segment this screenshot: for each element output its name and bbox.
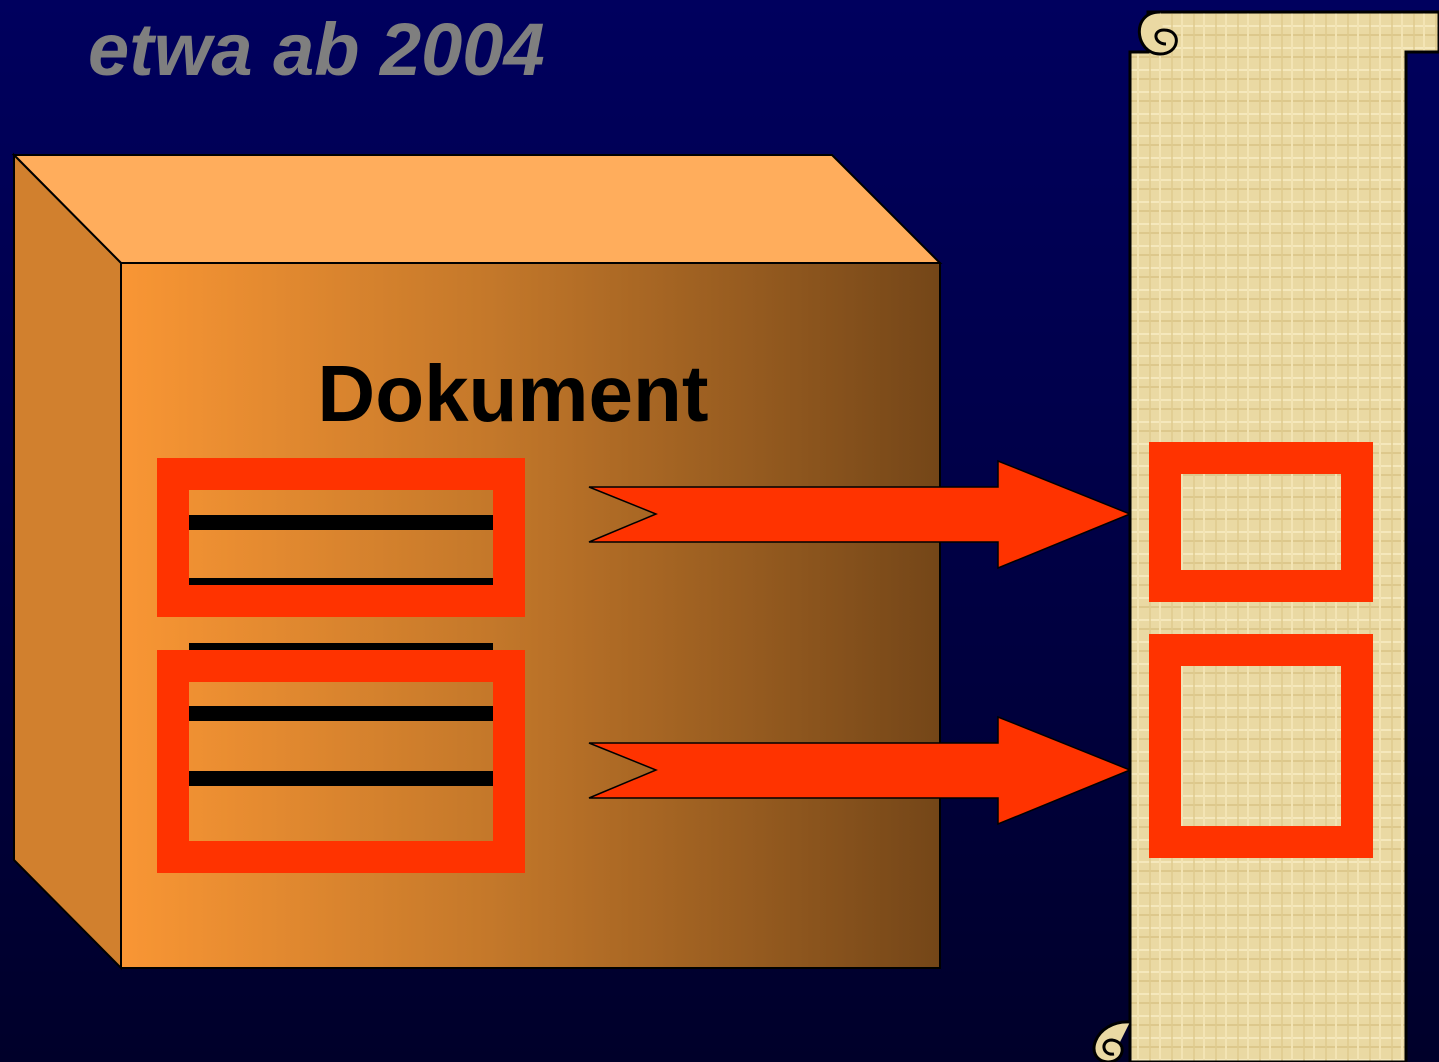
parchment-scroll-icon xyxy=(1092,10,1439,1062)
scroll-highlight-frame-top xyxy=(1149,442,1373,602)
right-arrow-icon xyxy=(588,715,1132,826)
right-arrow-icon xyxy=(588,459,1132,570)
text-line xyxy=(189,578,493,587)
text-line xyxy=(189,643,493,652)
text-line xyxy=(189,515,493,530)
scroll-highlight-frame-bottom xyxy=(1149,634,1373,858)
scroll-top-curl xyxy=(1137,10,1178,56)
document-text-lines xyxy=(189,515,493,786)
scroll-bottom-curl xyxy=(1092,1020,1131,1062)
box-top-face xyxy=(11,154,943,264)
document-label: Dokument xyxy=(317,349,708,438)
text-line xyxy=(189,771,493,786)
highlight-frame-bottom xyxy=(157,650,525,873)
text-line xyxy=(189,706,493,721)
slide-title: etwa ab 2004 xyxy=(88,8,545,91)
highlight-frame-top xyxy=(157,458,525,617)
box-side-face xyxy=(13,152,122,971)
